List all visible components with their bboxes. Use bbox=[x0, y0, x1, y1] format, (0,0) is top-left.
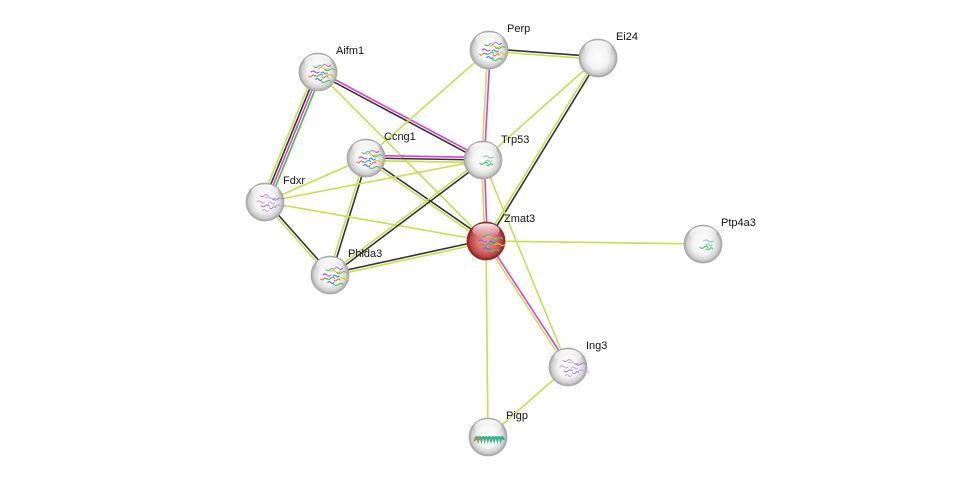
edge-evidence-experiments bbox=[486, 239, 570, 368]
node-ptp4a3[interactable]: Ptp4a3 bbox=[683, 217, 756, 264]
edge-evidence-textmining bbox=[365, 159, 484, 164]
edge-evidence-textmining bbox=[329, 241, 488, 278]
node-label-ei24: Ei24 bbox=[616, 31, 638, 43]
node-perp[interactable]: Perp bbox=[469, 23, 530, 70]
edge-ei24-zmat3[interactable] bbox=[484, 56, 600, 243]
edge-evidence-textmining bbox=[260, 69, 316, 202]
node-trp53[interactable]: Trp53 bbox=[463, 134, 529, 180]
node-label-aifm1: Aifm1 bbox=[336, 45, 364, 57]
node-gloss bbox=[472, 223, 500, 238]
edge-evidence-textmining bbox=[484, 56, 598, 242]
edge-perp-ccng1[interactable] bbox=[365, 49, 490, 159]
node-gloss bbox=[475, 32, 503, 47]
edge-evidence-coexpression bbox=[316, 72, 484, 162]
edge-evidence-textmining bbox=[264, 201, 487, 242]
node-pigp[interactable]: Pigp bbox=[468, 410, 528, 457]
edge-evidence-neighborhood bbox=[267, 72, 323, 205]
edge-evidence-coexpression bbox=[486, 57, 600, 243]
edge-evidence-coexpression bbox=[365, 156, 488, 241]
edge-zmat3-pigp[interactable] bbox=[485, 240, 489, 438]
node-gloss bbox=[304, 54, 332, 69]
edge-evidence-coexpression bbox=[328, 238, 487, 275]
node-ei24[interactable]: Ei24 bbox=[578, 31, 638, 78]
node-gloss bbox=[251, 184, 279, 199]
node-phlda3[interactable]: Phlda3 bbox=[310, 248, 382, 295]
node-label-ptp4a3: Ptp4a3 bbox=[721, 217, 756, 229]
edge-evidence-coexpression bbox=[365, 157, 484, 161]
edge-evidence-textmining bbox=[482, 57, 599, 161]
node-fdxr[interactable]: Fdxr bbox=[245, 175, 305, 222]
edge-evidence-coexpression bbox=[262, 70, 318, 203]
node-ing3[interactable]: Ing3 bbox=[548, 340, 607, 387]
node-label-pigp: Pigp bbox=[506, 410, 528, 422]
node-gloss bbox=[584, 40, 612, 55]
edge-evidence-textmining bbox=[482, 159, 569, 368]
edge-evidence-experiments bbox=[365, 154, 484, 159]
edge-phlda3-zmat3[interactable] bbox=[328, 238, 488, 278]
node-gloss bbox=[474, 419, 502, 434]
edge-trp53-ing3[interactable] bbox=[482, 159, 569, 368]
node-zmat3[interactable]: Zmat3 bbox=[466, 213, 535, 261]
node-label-perp: Perp bbox=[507, 23, 530, 35]
edge-zmat3-ing3[interactable] bbox=[484, 239, 570, 369]
edge-fdxr-zmat3[interactable] bbox=[264, 201, 487, 242]
edge-ccng1-trp53[interactable] bbox=[365, 154, 484, 164]
node-ccng1[interactable]: Ccng1 bbox=[346, 131, 416, 178]
node-label-phlda3: Phlda3 bbox=[348, 248, 382, 260]
edge-evidence-textmining bbox=[485, 240, 489, 438]
edge-fdxr-trp53[interactable] bbox=[264, 159, 484, 203]
edge-evidence-textmining bbox=[485, 240, 704, 245]
edge-trp53-phlda3[interactable] bbox=[328, 158, 485, 277]
protein-structure-icon bbox=[473, 435, 505, 445]
edge-evidence-experiments bbox=[265, 71, 321, 204]
edge-evidence-textmining bbox=[328, 158, 484, 275]
edge-evidence-experiments bbox=[317, 70, 485, 160]
edge-evidence-textmining bbox=[364, 158, 487, 243]
node-label-fdxr: Fdxr bbox=[283, 175, 305, 187]
edge-evidence-textmining bbox=[264, 159, 484, 203]
edge-ei24-trp53[interactable] bbox=[482, 57, 599, 161]
node-gloss bbox=[554, 349, 582, 364]
node-gloss bbox=[469, 142, 497, 157]
node-gloss bbox=[316, 257, 344, 272]
node-gloss bbox=[352, 140, 380, 155]
edge-evidence-coexpression bbox=[329, 160, 485, 277]
node-aifm1[interactable]: Aifm1 bbox=[298, 45, 364, 92]
edge-evidence-textmining bbox=[484, 240, 568, 369]
node-gloss bbox=[689, 226, 717, 241]
edge-aifm1-trp53[interactable] bbox=[316, 70, 485, 162]
node-label-zmat3: Zmat3 bbox=[504, 213, 535, 225]
edge-zmat3-ptp4a3[interactable] bbox=[485, 240, 704, 245]
edge-ccng1-zmat3[interactable] bbox=[364, 156, 488, 243]
node-label-ccng1: Ccng1 bbox=[384, 131, 416, 143]
node-label-ing3: Ing3 bbox=[586, 340, 607, 352]
edge-evidence-textmining bbox=[365, 49, 490, 159]
edge-aifm1-fdxr[interactable] bbox=[260, 69, 323, 205]
node-label-trp53: Trp53 bbox=[501, 134, 529, 146]
